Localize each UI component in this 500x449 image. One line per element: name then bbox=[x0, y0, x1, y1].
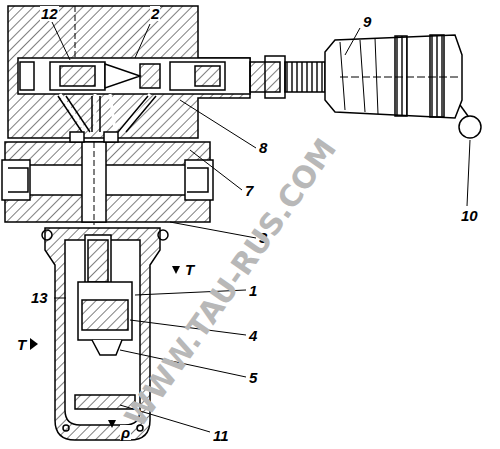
callout-number: T bbox=[16, 337, 27, 352]
callout-number: 5 bbox=[248, 370, 258, 385]
leader-lines bbox=[52, 22, 470, 432]
valve-body bbox=[8, 6, 250, 138]
callout-number: 9 bbox=[362, 14, 372, 29]
callout-number: 8 bbox=[258, 140, 268, 155]
callout-number: 1 bbox=[248, 283, 258, 298]
callout-number: 11 bbox=[212, 428, 230, 443]
callout-number: 7 bbox=[244, 183, 254, 198]
callout-number: 10 bbox=[460, 208, 479, 223]
key-ring bbox=[459, 116, 481, 138]
handwheel bbox=[325, 35, 462, 118]
callout-number: 4 bbox=[248, 328, 258, 343]
callout-number: T bbox=[184, 262, 195, 277]
callout-number: 12 bbox=[40, 6, 59, 21]
callout-number: 13 bbox=[30, 290, 49, 305]
callout-number: ρ bbox=[120, 425, 131, 440]
sub-plate bbox=[5, 142, 210, 222]
callout-number: 2 bbox=[150, 6, 160, 21]
